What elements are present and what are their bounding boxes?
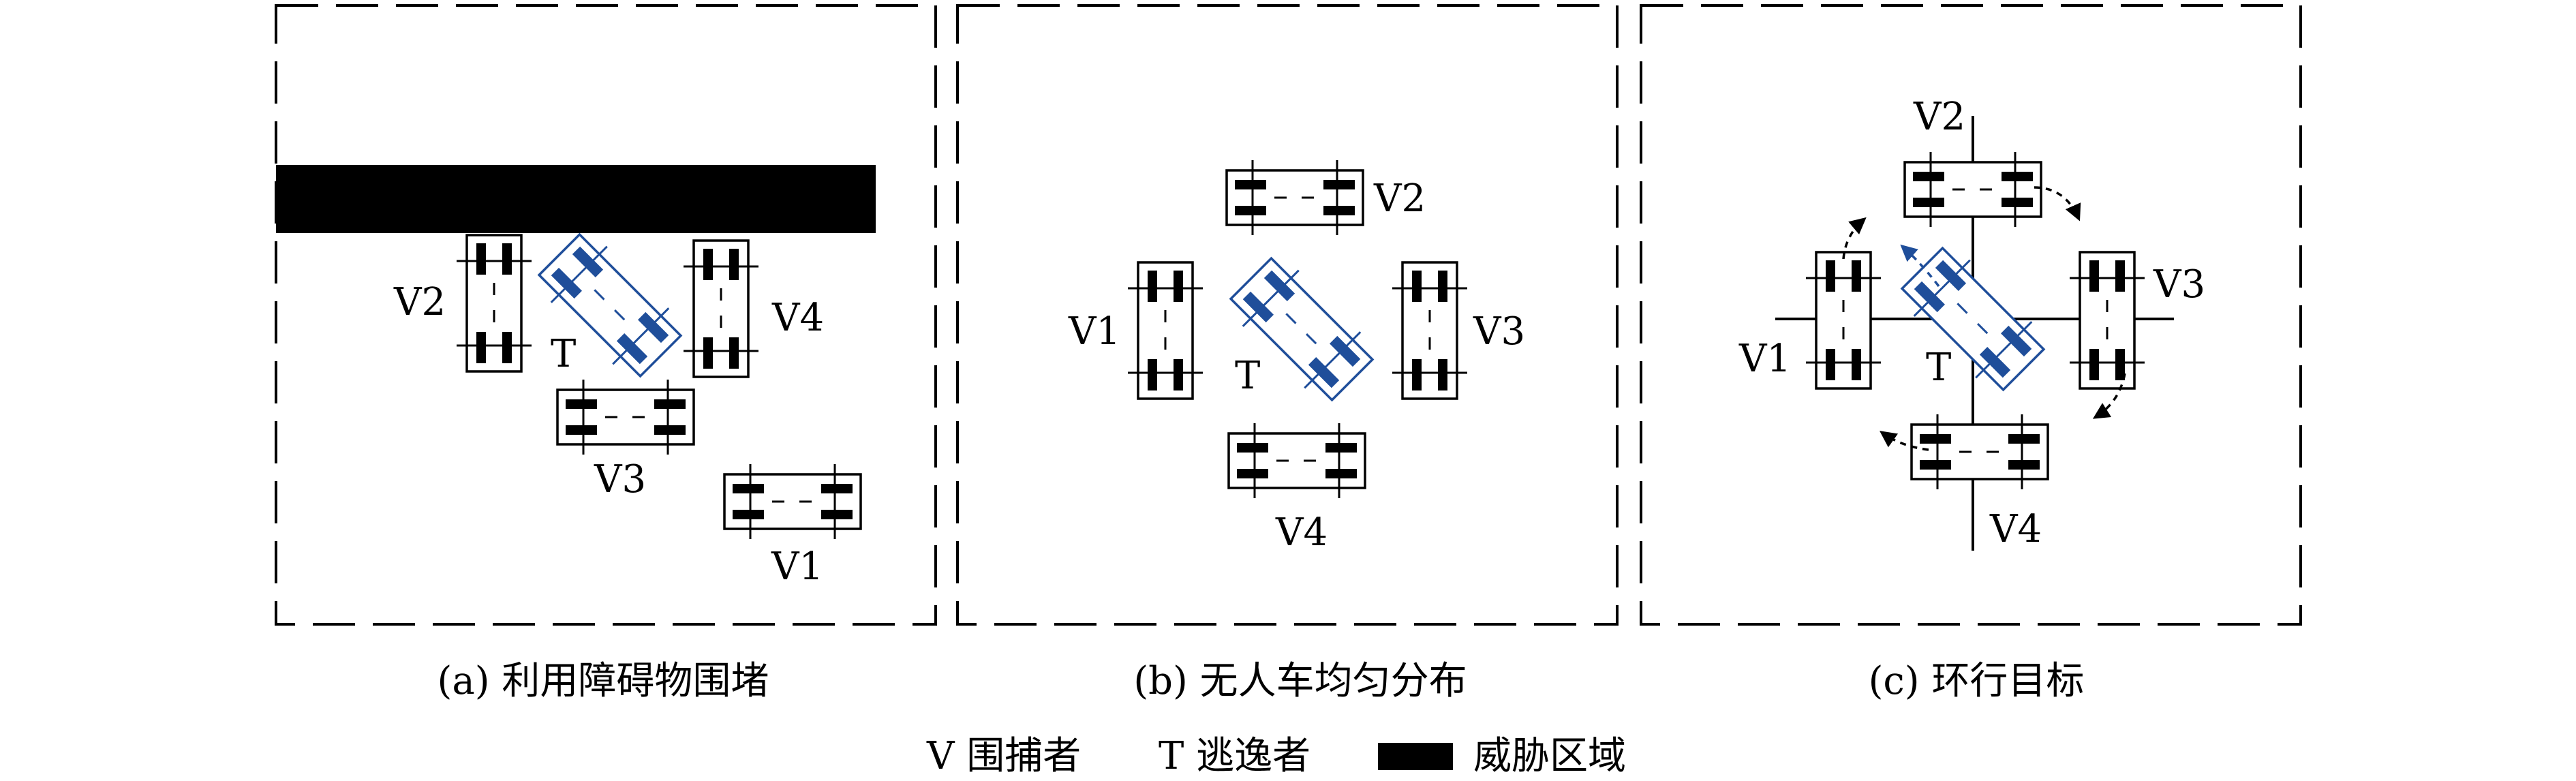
pursuer-v3-b (1391, 261, 1469, 400)
label-v2-c: V2 (1913, 95, 1965, 139)
panel-b-frame (956, 4, 1619, 626)
pursuer-v2-b (1225, 159, 1364, 236)
label-v2-a: V2 (393, 280, 446, 324)
caption-b: (b) 无人车均匀分布 (1133, 659, 1467, 703)
label-t-c: T (1926, 346, 1951, 390)
panel-a-frame (275, 4, 937, 626)
pursuer-v4-b (1227, 422, 1366, 500)
pursuer-v1-a (723, 463, 862, 540)
label-v4-a: V4 (771, 296, 824, 340)
pursuer-v1-b (1126, 261, 1204, 400)
legend-evader: T 逃逸者 (1159, 734, 1310, 778)
panel-b: V2 V1 T V3 V4 (b) 无人车均匀分布 (956, 4, 1619, 703)
orbit-arrow-t (1900, 244, 1940, 288)
caption-c: (c) 环行目标 (1869, 659, 2085, 703)
pursuer-v2-c (1903, 151, 2042, 228)
legend: V 围捕者 T 逃逸者 威胁区域 (926, 734, 1626, 778)
pursuer-v2-a (455, 234, 533, 373)
label-t-a: T (551, 332, 576, 376)
pursuer-v4-a (682, 239, 760, 378)
label-v3-b: V3 (1473, 309, 1525, 354)
pursuer-v4-c (1910, 413, 2049, 491)
orbit-arrow-v3 (2092, 373, 2126, 419)
label-v1-c: V1 (1738, 337, 1791, 381)
orbit-arrow-v1 (1842, 217, 1867, 260)
orbit-arrow-v4 (1880, 431, 1929, 451)
threat-zone (276, 165, 876, 233)
label-v3-c: V3 (2153, 262, 2205, 307)
label-v2-b: V2 (1373, 177, 1426, 221)
legend-pursuer: V 围捕者 (926, 734, 1081, 778)
orbit-arrow-v2 (2034, 186, 2081, 221)
panel-a: V2 T V4 V3 V1 (a) 利用障碍物围堵 (275, 4, 937, 703)
legend-threat: 威胁区域 (1473, 734, 1626, 778)
pursuer-v3-a (556, 378, 695, 456)
legend-threat-swatch (1378, 743, 1453, 770)
panel-c: V2 V1 T V3 V4 (c) 环行目标 (1640, 4, 2302, 703)
caption-a: (a) 利用障碍物围堵 (438, 659, 769, 703)
label-v1-a: V1 (771, 545, 823, 589)
label-v4-b: V4 (1275, 510, 1328, 555)
label-v4-c: V4 (1989, 507, 2042, 551)
panel-c-frame (1640, 4, 2302, 626)
label-v3-a: V3 (594, 457, 646, 502)
label-t-b: T (1235, 354, 1260, 398)
label-v1-b: V1 (1068, 309, 1120, 354)
pursuer-v3-c (2068, 251, 2146, 390)
pursuer-v1-c (1805, 251, 1882, 390)
